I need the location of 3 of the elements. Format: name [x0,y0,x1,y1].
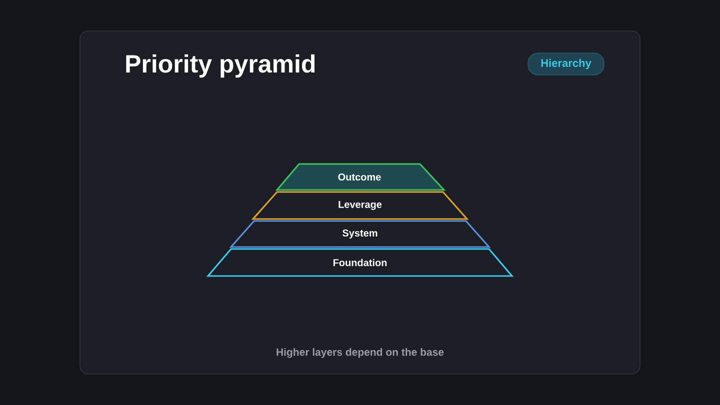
tag-badge: Hierarchy [528,52,604,76]
caption: Higher layers depend on the base [276,348,444,358]
title: Priority pyramid [126,54,315,78]
